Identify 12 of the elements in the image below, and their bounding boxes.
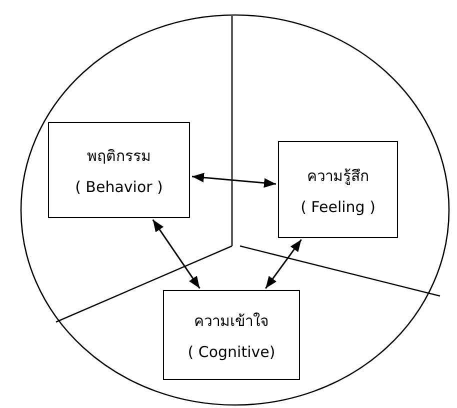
box-subtitle: ( Feeling )	[300, 198, 376, 216]
box-title: ความเข้าใจ	[194, 311, 269, 332]
box-subtitle: ( Behavior )	[75, 178, 163, 196]
double-arrow	[192, 172, 276, 188]
concept-box	[163, 290, 300, 380]
concept-box	[278, 141, 398, 238]
concept-box	[48, 122, 190, 218]
box-subtitle: ( Cognitive)	[188, 343, 276, 361]
double-arrow	[265, 239, 302, 289]
double-arrow	[152, 219, 200, 289]
box-title: พฤติกรรม	[87, 146, 151, 167]
box-title: ความรู้สึก	[307, 166, 369, 187]
